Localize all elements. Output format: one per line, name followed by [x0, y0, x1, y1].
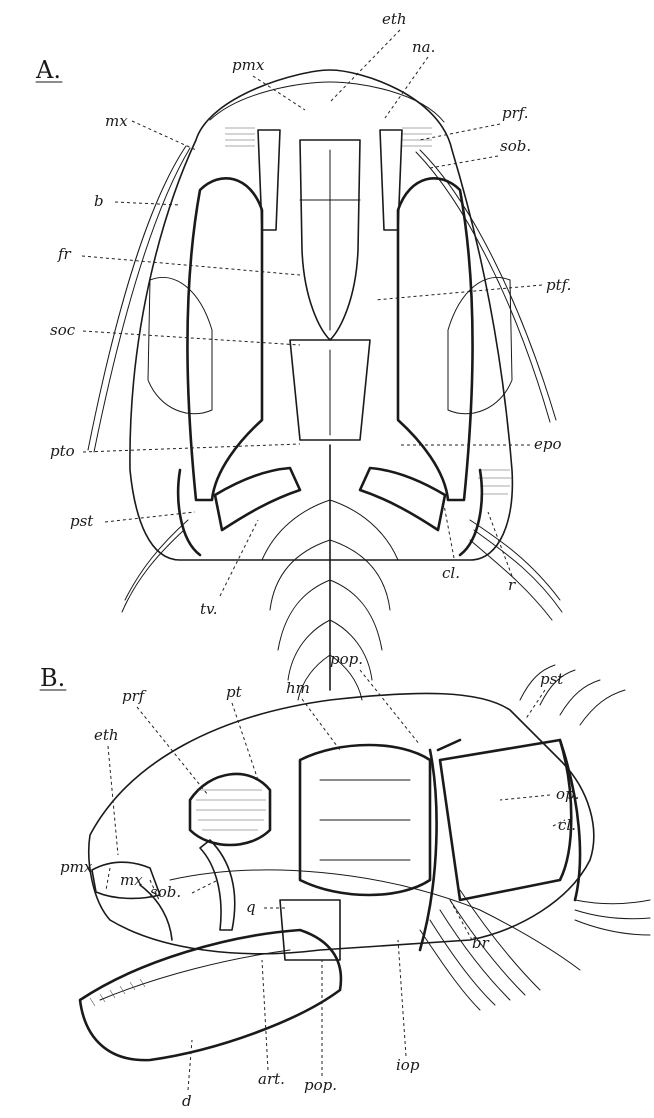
label-a-epo: epo: [534, 435, 562, 453]
label-b-art: art.: [258, 1070, 285, 1088]
label-b-iop: iop: [396, 1056, 420, 1074]
panel-b-drawing: [80, 665, 650, 1060]
label-a-eth: eth: [382, 10, 407, 28]
label-a-prf: prf.: [502, 104, 529, 122]
label-a-ptf: ptf.: [546, 276, 571, 294]
label-b-q: q: [246, 898, 256, 916]
label-a-soc: soc: [50, 321, 76, 339]
label-b-cl: cl.: [558, 816, 576, 834]
label-a-pst: pst: [70, 512, 94, 530]
label-b-mx: mx: [120, 871, 143, 889]
label-b-eth: eth: [94, 726, 119, 744]
label-b-pmx: pmx: [60, 858, 93, 876]
label-a-na: na.: [412, 38, 435, 56]
label-b-op: op.: [556, 785, 579, 803]
label-b-sob: sob.: [150, 883, 181, 901]
label-b-pop-lower: pop.: [304, 1076, 337, 1094]
label-a-sob: sob.: [500, 137, 531, 155]
label-a-mx: mx: [105, 112, 128, 130]
label-a-b: b: [94, 192, 104, 210]
label-a-pmx: pmx: [232, 56, 265, 74]
label-a-tv: tv.: [200, 600, 218, 618]
label-b-d: d: [182, 1092, 192, 1110]
label-a-r: r: [508, 576, 516, 594]
label-a-pto: pto: [50, 442, 75, 460]
label-b-pst: pst: [540, 670, 564, 688]
label-b-pt: pt: [226, 683, 243, 701]
label-b-br: br: [472, 934, 490, 952]
panel-label-b: B.: [40, 664, 65, 692]
label-a-cl: cl.: [442, 564, 460, 582]
label-b-pop-upper: pop.: [330, 650, 363, 668]
panel-label-a: A.: [35, 56, 61, 84]
label-b-hm: hm: [286, 679, 310, 697]
label-b-prf: prf: [122, 687, 147, 705]
panel-a-drawing: [88, 70, 562, 700]
label-a-fr: fr: [57, 245, 72, 263]
